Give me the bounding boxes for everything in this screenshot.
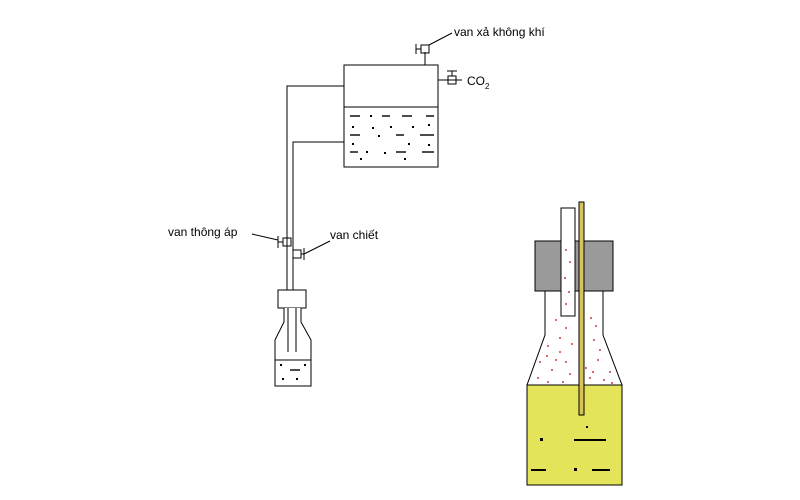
flask-liquid-dots: [540, 426, 588, 471]
flask-inner-tube: [560, 207, 576, 317]
left-apparatus: [251, 32, 462, 387]
extraction-valve-label: van chiết: [330, 228, 379, 242]
bottle-stopper: [277, 289, 307, 309]
right-flask: [526, 201, 623, 486]
co2-label-main: CO: [467, 74, 485, 88]
co2-label: CO2: [467, 74, 490, 91]
flask-dip-tube: [578, 201, 585, 416]
air-vent-valve-icon: [420, 44, 430, 54]
main-tank-liquid-dots: [352, 115, 430, 160]
foam-bubbles: [537, 317, 613, 384]
co2-label-subscript: 2: [485, 82, 490, 91]
pressure-valve-label: van thông áp: [168, 225, 238, 239]
pressure-valve-leader-line: [251, 233, 279, 241]
main-tank-liquid-marks: [350, 115, 434, 153]
extraction-valve-icon: [292, 249, 302, 259]
air-vent-valve-label: van xả không khí: [454, 25, 545, 39]
small-bottle: [274, 308, 312, 387]
air-vent-leader-line: [428, 32, 453, 46]
extraction-valve-leader-line: [303, 240, 331, 255]
gas-pressure-pipe: [286, 85, 344, 290]
liquid-extraction-pipe: [292, 141, 344, 290]
flask-liquid-marks: [531, 439, 610, 471]
